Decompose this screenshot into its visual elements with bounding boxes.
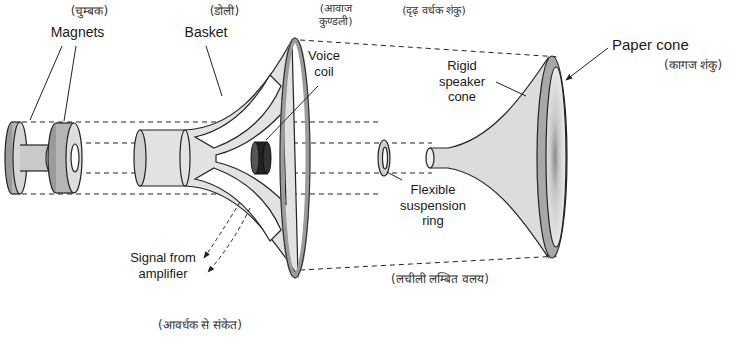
part-label: Paper cone	[612, 36, 727, 54]
hindi-label: (लचीली लम्बित वलय)	[355, 272, 525, 286]
pointer-arrow	[566, 48, 608, 80]
basket-rim	[282, 40, 308, 276]
paper-cone	[537, 56, 567, 258]
paper-surface	[546, 67, 566, 247]
basket-rim-edge	[280, 38, 310, 278]
voice-coil	[251, 142, 271, 174]
hindi-label: (कागज शंकु)	[648, 58, 738, 72]
leader-line	[266, 86, 318, 140]
dashed-line	[22, 122, 380, 123]
signal-arrow	[204, 202, 240, 258]
coil-end	[251, 142, 259, 174]
part-label: Magnets	[40, 24, 115, 41]
ring-hole	[71, 144, 79, 172]
leader-line	[206, 46, 222, 96]
part-label: Rigid speaker cone	[430, 58, 494, 105]
leader-line	[387, 172, 402, 180]
basket-neck-edge	[180, 130, 190, 186]
part-label: Voice coil	[298, 48, 350, 79]
leader-line	[64, 46, 76, 121]
ring-inner	[383, 147, 388, 169]
hindi-label: (आवर्धक से संकेत)	[125, 318, 275, 332]
paper-rim	[537, 56, 567, 258]
speaker-cone	[426, 58, 548, 257]
part-label: Flexible suspension ring	[392, 182, 474, 229]
ring-outer	[378, 140, 390, 176]
basket-frame	[140, 40, 298, 276]
cone-tip	[426, 148, 434, 168]
hindi-label: (आवाज कुण्डली)	[303, 2, 369, 28]
dashed-line	[22, 194, 380, 195]
basket	[134, 38, 310, 278]
hindi-label: (डोली)	[192, 4, 257, 18]
ring-edge	[56, 192, 74, 193]
part-label: Basket	[170, 24, 242, 41]
leader-line	[496, 82, 526, 96]
cone-body	[430, 58, 548, 257]
leader-lines	[30, 46, 608, 180]
ring-face	[66, 123, 82, 193]
hindi-label: (चुम्बक)	[52, 4, 127, 18]
dashed-line	[300, 256, 560, 270]
coil-end	[263, 142, 271, 174]
hindi-label: (दृढ़ वर्धक शंकु)	[398, 4, 470, 17]
ring-edge	[56, 122, 74, 123]
leader-line	[30, 46, 62, 120]
suspension-ring	[378, 140, 390, 176]
signal-wires	[204, 202, 250, 272]
pole-edge	[20, 144, 50, 145]
signal-label: Signal from amplifier	[126, 250, 200, 281]
magnet-ring	[48, 123, 82, 193]
magnet-disk	[5, 122, 54, 194]
basket-neck	[134, 130, 146, 186]
signal-arrow	[208, 208, 250, 272]
pole-edge	[20, 170, 50, 171]
